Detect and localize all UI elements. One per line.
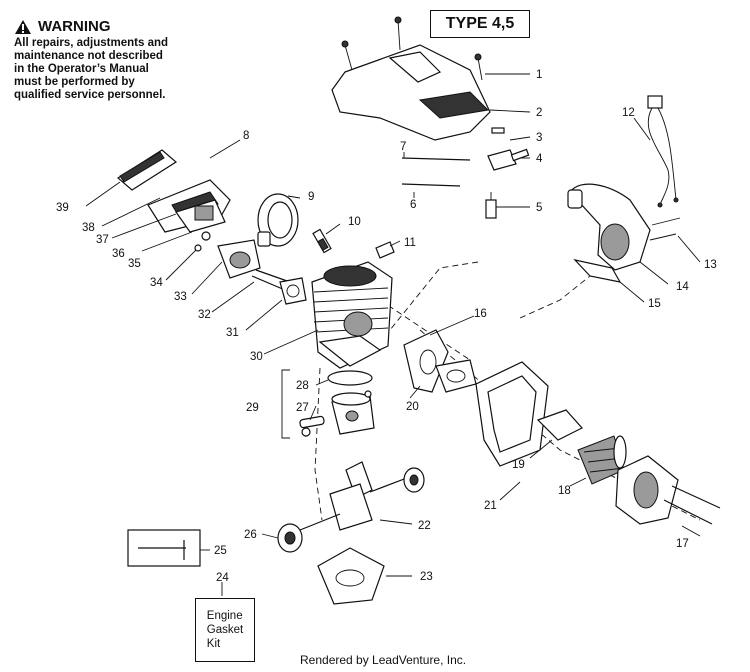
- callout-13: 13: [704, 259, 717, 271]
- muffler-body: [475, 361, 549, 467]
- warning-header: WARNING: [14, 18, 174, 35]
- callout-8: 8: [243, 130, 249, 142]
- muffler-gasket: [435, 359, 477, 393]
- callout-1: 1: [536, 69, 542, 81]
- callout-9: 9: [308, 191, 314, 203]
- tool-box: [127, 529, 201, 567]
- callout-33: 33: [174, 291, 187, 303]
- callout-3: 3: [536, 132, 542, 144]
- callout-25: 25: [214, 545, 227, 557]
- intake-adapter: [217, 239, 261, 279]
- leader-lines: [85, 73, 701, 596]
- callout-numbers: 1 2 3 4 5 6 7 8 9 10 11 12 13 14 15 16 1…: [56, 69, 717, 584]
- muffler-heat-shield: [403, 329, 449, 393]
- pin-clip: [301, 427, 311, 437]
- callout-10: 10: [348, 216, 361, 228]
- rod-6: [401, 183, 461, 187]
- group-bracket: [281, 369, 290, 439]
- callout-5: 5: [536, 202, 542, 214]
- callout-7: 7: [400, 141, 406, 153]
- callout-36: 36: [112, 248, 125, 260]
- callout-37: 37: [96, 234, 109, 246]
- assembly-dash-line: [519, 267, 601, 319]
- plug-cap: [375, 241, 395, 259]
- cover-knob: [487, 127, 530, 171]
- callout-4: 4: [536, 153, 543, 165]
- spark-plug: [312, 228, 332, 254]
- callout-30: 30: [250, 351, 263, 363]
- ignition-module: [567, 183, 681, 283]
- callout-6: 6: [410, 199, 416, 211]
- callout-14: 14: [676, 281, 689, 293]
- callout-21: 21: [484, 500, 497, 512]
- assembly-dash-line: [379, 299, 471, 361]
- callout-17: 17: [676, 538, 689, 550]
- kit-label-line2: Gasket: [206, 624, 244, 636]
- intake-boot: [257, 193, 299, 247]
- main-bearing: [403, 467, 425, 493]
- callout-20: 20: [406, 401, 419, 413]
- callout-29: 29: [246, 402, 259, 414]
- main-bearing: [277, 523, 303, 553]
- kit-label-line1: Engine: [206, 610, 243, 622]
- callout-39: 39: [56, 202, 69, 214]
- engine-gasket-kit-box: Engine Gasket Kit: [195, 598, 255, 662]
- callout-31: 31: [226, 327, 239, 339]
- callout-16: 16: [474, 308, 487, 320]
- callout-23: 23: [420, 571, 433, 583]
- callout-11: 11: [404, 237, 416, 249]
- crankcase-cover: [317, 547, 385, 605]
- spring-plug: [485, 192, 497, 219]
- callout-38: 38: [82, 222, 95, 234]
- pin-clip: [364, 390, 372, 398]
- top-cover: [331, 16, 491, 141]
- kit-label-line3: Kit: [206, 638, 221, 650]
- cylinder: [311, 261, 393, 369]
- bolt-33: [251, 275, 286, 291]
- intake-gasket: [279, 277, 307, 305]
- warning-triangle-icon: [15, 19, 31, 34]
- muffler-cover: [615, 455, 721, 525]
- warning-title: WARNING: [38, 18, 111, 35]
- warning-text: All repairs, adjustments and maintenance…: [14, 37, 169, 101]
- rod-7: [401, 157, 471, 161]
- piston-pin: [299, 415, 325, 429]
- crankshaft: [299, 461, 413, 531]
- callout-24: 24: [216, 572, 229, 584]
- callout-34: 34: [150, 277, 163, 289]
- muffler-baffle: [536, 409, 583, 441]
- ignition-wire: [647, 95, 679, 208]
- callout-35: 35: [128, 258, 141, 270]
- footer-credit: Rendered by LeadVenture, Inc.: [300, 653, 467, 667]
- piston: [331, 392, 375, 435]
- assembly-dash-line: [389, 261, 479, 331]
- callout-18: 18: [558, 485, 571, 497]
- callout-15: 15: [648, 298, 661, 310]
- callout-32: 32: [198, 309, 211, 321]
- callout-2: 2: [536, 107, 542, 119]
- callout-19: 19: [512, 459, 525, 471]
- callout-27: 27: [296, 402, 309, 414]
- carburetor-assembly: [147, 179, 231, 252]
- piston-ring: [327, 370, 373, 386]
- bolt-33: [255, 269, 291, 283]
- callout-26: 26: [244, 529, 257, 541]
- assembly-dash-line: [314, 367, 323, 521]
- callout-22: 22: [418, 520, 431, 532]
- warning-notice: WARNING All repairs, adjustments and mai…: [14, 18, 174, 102]
- callout-28: 28: [296, 380, 309, 392]
- type-label: TYPE 4,5: [430, 10, 530, 38]
- callout-12: 12: [622, 107, 635, 119]
- air-filter: [116, 149, 178, 191]
